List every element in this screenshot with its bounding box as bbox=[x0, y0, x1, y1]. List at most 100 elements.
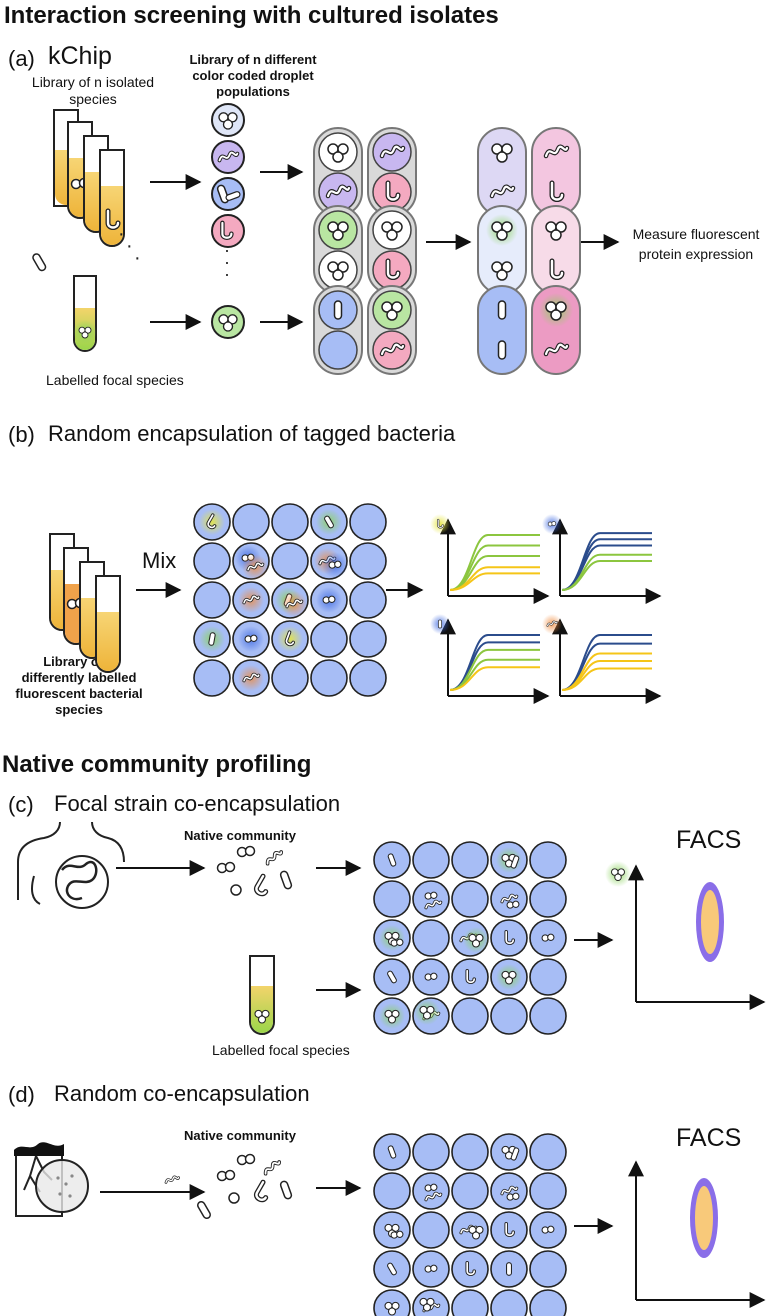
panel-c-droplet bbox=[373, 958, 411, 996]
panel-b-droplet bbox=[232, 542, 270, 580]
panel-b-letter: (b) bbox=[8, 422, 35, 447]
panel-b-droplet bbox=[271, 659, 309, 697]
panel-c-letter: (c) bbox=[8, 792, 34, 817]
panel-b-droplet bbox=[193, 659, 231, 697]
svg-text:·: · bbox=[134, 247, 141, 269]
svg-text:·: · bbox=[224, 264, 230, 284]
growth-curve bbox=[449, 572, 540, 591]
panel-c-droplet bbox=[529, 958, 567, 996]
panel-b-droplet bbox=[271, 581, 309, 619]
panel-a-library-label: Library of n isolated species bbox=[31, 74, 155, 107]
panel-b-tubes bbox=[49, 533, 213, 1221]
panel-d-droplet bbox=[451, 1289, 489, 1316]
panel-a-focal-label: Labelled focal species bbox=[46, 372, 184, 388]
panel-d-droplet bbox=[490, 1133, 528, 1171]
svg-text:·: · bbox=[118, 223, 125, 245]
panel-b-droplet bbox=[349, 620, 387, 658]
panel-a-tubes: · · · bbox=[30, 109, 141, 352]
panel-a-letter: (a) bbox=[8, 46, 35, 71]
panel-b-growth-curves bbox=[430, 514, 662, 704]
panel-c-droplet bbox=[373, 997, 411, 1035]
panel-d-droplet bbox=[490, 1250, 528, 1288]
section-title-isolates: Interaction screening with cultured isol… bbox=[4, 2, 499, 29]
panel-d-letter: (d) bbox=[8, 1082, 35, 1107]
panel-b-droplet bbox=[310, 620, 348, 658]
panel-a-title: kChip bbox=[48, 42, 112, 70]
panel-a-droplet-label: Library of n different color coded dropl… bbox=[189, 52, 317, 99]
panel-c-droplet bbox=[373, 880, 411, 918]
panel-b-droplet bbox=[232, 503, 270, 541]
panel-c-droplet bbox=[373, 841, 411, 879]
panel-b-droplet bbox=[193, 581, 231, 619]
panel-c-droplet bbox=[529, 880, 567, 918]
panel-c-facs-label: FACS bbox=[676, 826, 742, 854]
panel-d-droplet bbox=[490, 1289, 528, 1316]
panel-d-title: Random co-encapsulation bbox=[54, 1081, 310, 1106]
panel-b-droplet bbox=[232, 659, 270, 697]
panel-d-droplet bbox=[451, 1133, 489, 1171]
panel-d-droplet bbox=[373, 1172, 411, 1210]
panel-a-chambers-merged bbox=[477, 127, 581, 375]
panel-d-droplet bbox=[373, 1133, 411, 1171]
panel-d-droplet bbox=[490, 1172, 528, 1210]
svg-text:·: · bbox=[224, 252, 230, 272]
panel-b-droplet bbox=[349, 659, 387, 697]
panel-d-facs-plot bbox=[628, 1160, 766, 1308]
panel-c-droplet bbox=[451, 880, 489, 918]
panel-c-droplet bbox=[373, 919, 411, 957]
panel-b-droplet bbox=[193, 503, 231, 541]
panel-c-droplet-grid bbox=[373, 841, 567, 1035]
panel-d-droplet bbox=[529, 1250, 567, 1288]
growth-curve-plot bbox=[430, 514, 550, 604]
panel-a-output-label: Measure fluorescent protein expression bbox=[632, 226, 760, 262]
panel-c-droplet bbox=[529, 997, 567, 1035]
panel-d-community-label: Native community bbox=[184, 1128, 296, 1143]
panel-b-droplet bbox=[349, 581, 387, 619]
panel-d-droplet bbox=[412, 1289, 450, 1316]
growth-curve-plot bbox=[430, 614, 550, 704]
panel-c-droplet bbox=[451, 841, 489, 879]
panel-d-droplet-grid bbox=[373, 1133, 567, 1316]
panel-d-droplet bbox=[451, 1250, 489, 1288]
panel-b-droplet bbox=[193, 542, 231, 580]
growth-curve bbox=[449, 666, 540, 691]
svg-text:·: · bbox=[224, 240, 230, 260]
panel-c-droplet bbox=[412, 997, 450, 1035]
panel-b-mix-label: Mix bbox=[142, 548, 177, 573]
panel-c-focal-tube bbox=[249, 955, 275, 1035]
panel-c-droplet bbox=[490, 997, 528, 1035]
panel-c-human-icon bbox=[17, 821, 125, 909]
panel-b-droplet bbox=[271, 503, 309, 541]
panel-d-droplet bbox=[373, 1289, 411, 1316]
panel-d-community-microbes bbox=[216, 1153, 294, 1204]
panel-c-droplet bbox=[412, 880, 450, 918]
growth-curve bbox=[561, 560, 652, 591]
section-title-native: Native community profiling bbox=[2, 751, 312, 778]
panel-d-droplet bbox=[529, 1289, 567, 1316]
panel-d-droplet bbox=[490, 1211, 528, 1249]
panel-c-droplet bbox=[412, 958, 450, 996]
panel-c-droplet bbox=[529, 919, 567, 957]
panel-b-title: Random encapsulation of tagged bacteria bbox=[48, 421, 456, 446]
panel-d-droplet bbox=[373, 1211, 411, 1249]
panel-d-droplet bbox=[451, 1172, 489, 1210]
panel-d-droplet bbox=[412, 1172, 450, 1210]
panel-b-droplet bbox=[271, 542, 309, 580]
panel-b-droplet bbox=[310, 659, 348, 697]
panel-b-droplet bbox=[271, 620, 309, 658]
panel-d-droplet bbox=[529, 1211, 567, 1249]
panel-b-droplet bbox=[310, 503, 348, 541]
panel-d-droplet bbox=[373, 1250, 411, 1288]
panel-c-droplet bbox=[451, 958, 489, 996]
panel-c-droplet bbox=[490, 958, 528, 996]
svg-text:·: · bbox=[126, 235, 133, 257]
panel-c-droplet bbox=[412, 919, 450, 957]
growth-curve bbox=[561, 667, 652, 691]
panel-c-droplet bbox=[529, 841, 567, 879]
panel-b-droplet bbox=[310, 542, 348, 580]
panel-b-droplet bbox=[232, 581, 270, 619]
panel-b-droplet bbox=[310, 581, 348, 619]
panel-b-droplet bbox=[193, 620, 231, 658]
panel-d-droplet bbox=[412, 1211, 450, 1249]
panel-b-droplet bbox=[232, 620, 270, 658]
